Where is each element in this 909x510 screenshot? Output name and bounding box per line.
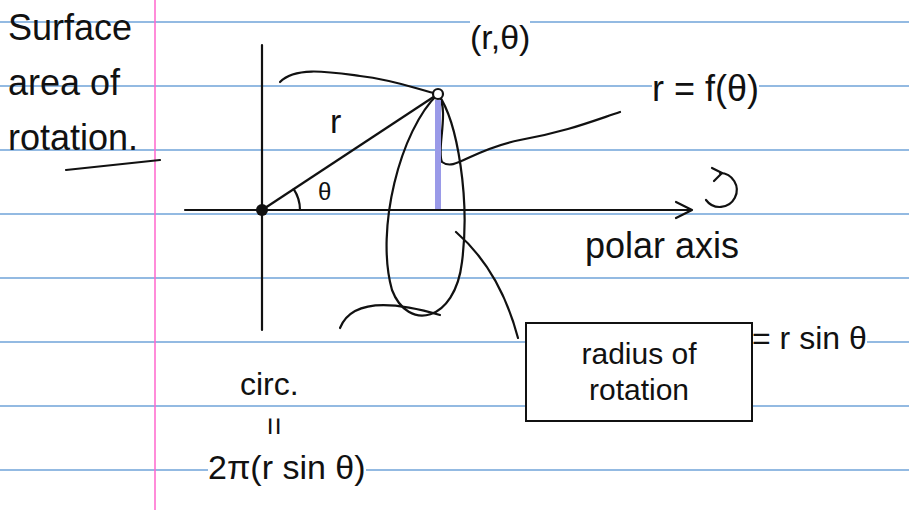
point bbox=[433, 89, 443, 99]
pointer-line bbox=[456, 232, 518, 338]
formula: = r sin θ bbox=[752, 320, 867, 357]
ruled-lines bbox=[0, 22, 909, 470]
curve bbox=[438, 94, 620, 165]
radius-label: r bbox=[330, 102, 341, 141]
curve-equation: r = f(θ) bbox=[652, 68, 759, 109]
point-label: (r,θ) bbox=[470, 18, 530, 57]
boxed-note: radius of rotation bbox=[525, 322, 753, 422]
vertical-axis bbox=[261, 45, 263, 330]
formula: 2π(r sin θ) bbox=[208, 448, 366, 487]
pointer-line bbox=[340, 305, 440, 328]
axis-label: polar axis bbox=[585, 225, 739, 266]
margin-line bbox=[154, 0, 156, 510]
radius-of-rotation-line bbox=[435, 100, 441, 209]
curve bbox=[280, 72, 438, 95]
rotation-circle bbox=[387, 94, 465, 316]
ditto-mark: = bbox=[256, 417, 293, 436]
heading: Surface area of rotation. bbox=[8, 0, 180, 165]
angle-arc bbox=[294, 189, 300, 210]
rotation-arrowhead bbox=[712, 168, 722, 181]
angle-label: θ bbox=[318, 178, 331, 206]
origin-dot bbox=[256, 204, 268, 216]
note: circ. bbox=[240, 366, 299, 403]
rotation-symbol bbox=[706, 173, 737, 207]
radius-line bbox=[262, 94, 438, 210]
sketch bbox=[66, 45, 737, 338]
axis-arrowhead bbox=[676, 202, 692, 218]
box-text: radius of rotation bbox=[539, 336, 739, 408]
title-underline bbox=[66, 160, 160, 170]
